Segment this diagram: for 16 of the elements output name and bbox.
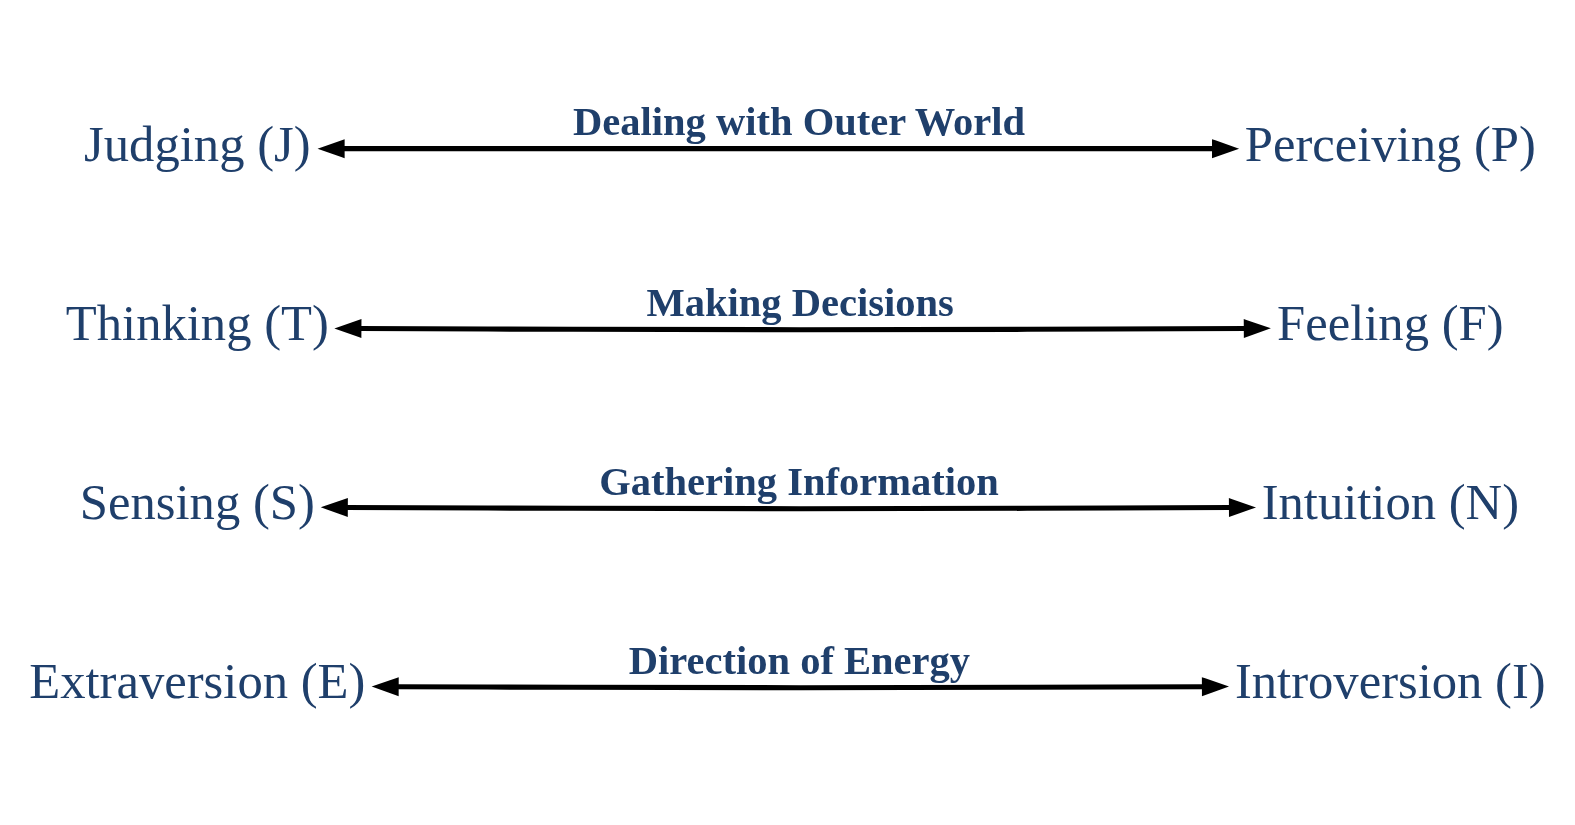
node-text: Introversion (I) [1234, 653, 1546, 710]
arrow [317, 139, 1240, 159]
arrow [320, 497, 1257, 518]
edge-label: Making Decisions [646, 280, 954, 326]
node-text: Judging (J) [84, 116, 311, 173]
arrow [371, 677, 1229, 697]
node-text: Feeling (F) [1277, 295, 1504, 352]
edge-label: Gathering Information [599, 459, 999, 505]
node-text: Sensing (S) [79, 474, 315, 531]
edge-label: Direction of Energy [628, 638, 971, 684]
node-text: Extraversion (E) [29, 653, 366, 710]
node-text: Perceiving (P) [1244, 116, 1536, 173]
arrow [334, 319, 1271, 339]
node-text: Intuition (N) [1261, 474, 1520, 531]
edge-label: Dealing with Outer World [573, 99, 1026, 145]
node-text: Thinking (T) [65, 295, 329, 352]
